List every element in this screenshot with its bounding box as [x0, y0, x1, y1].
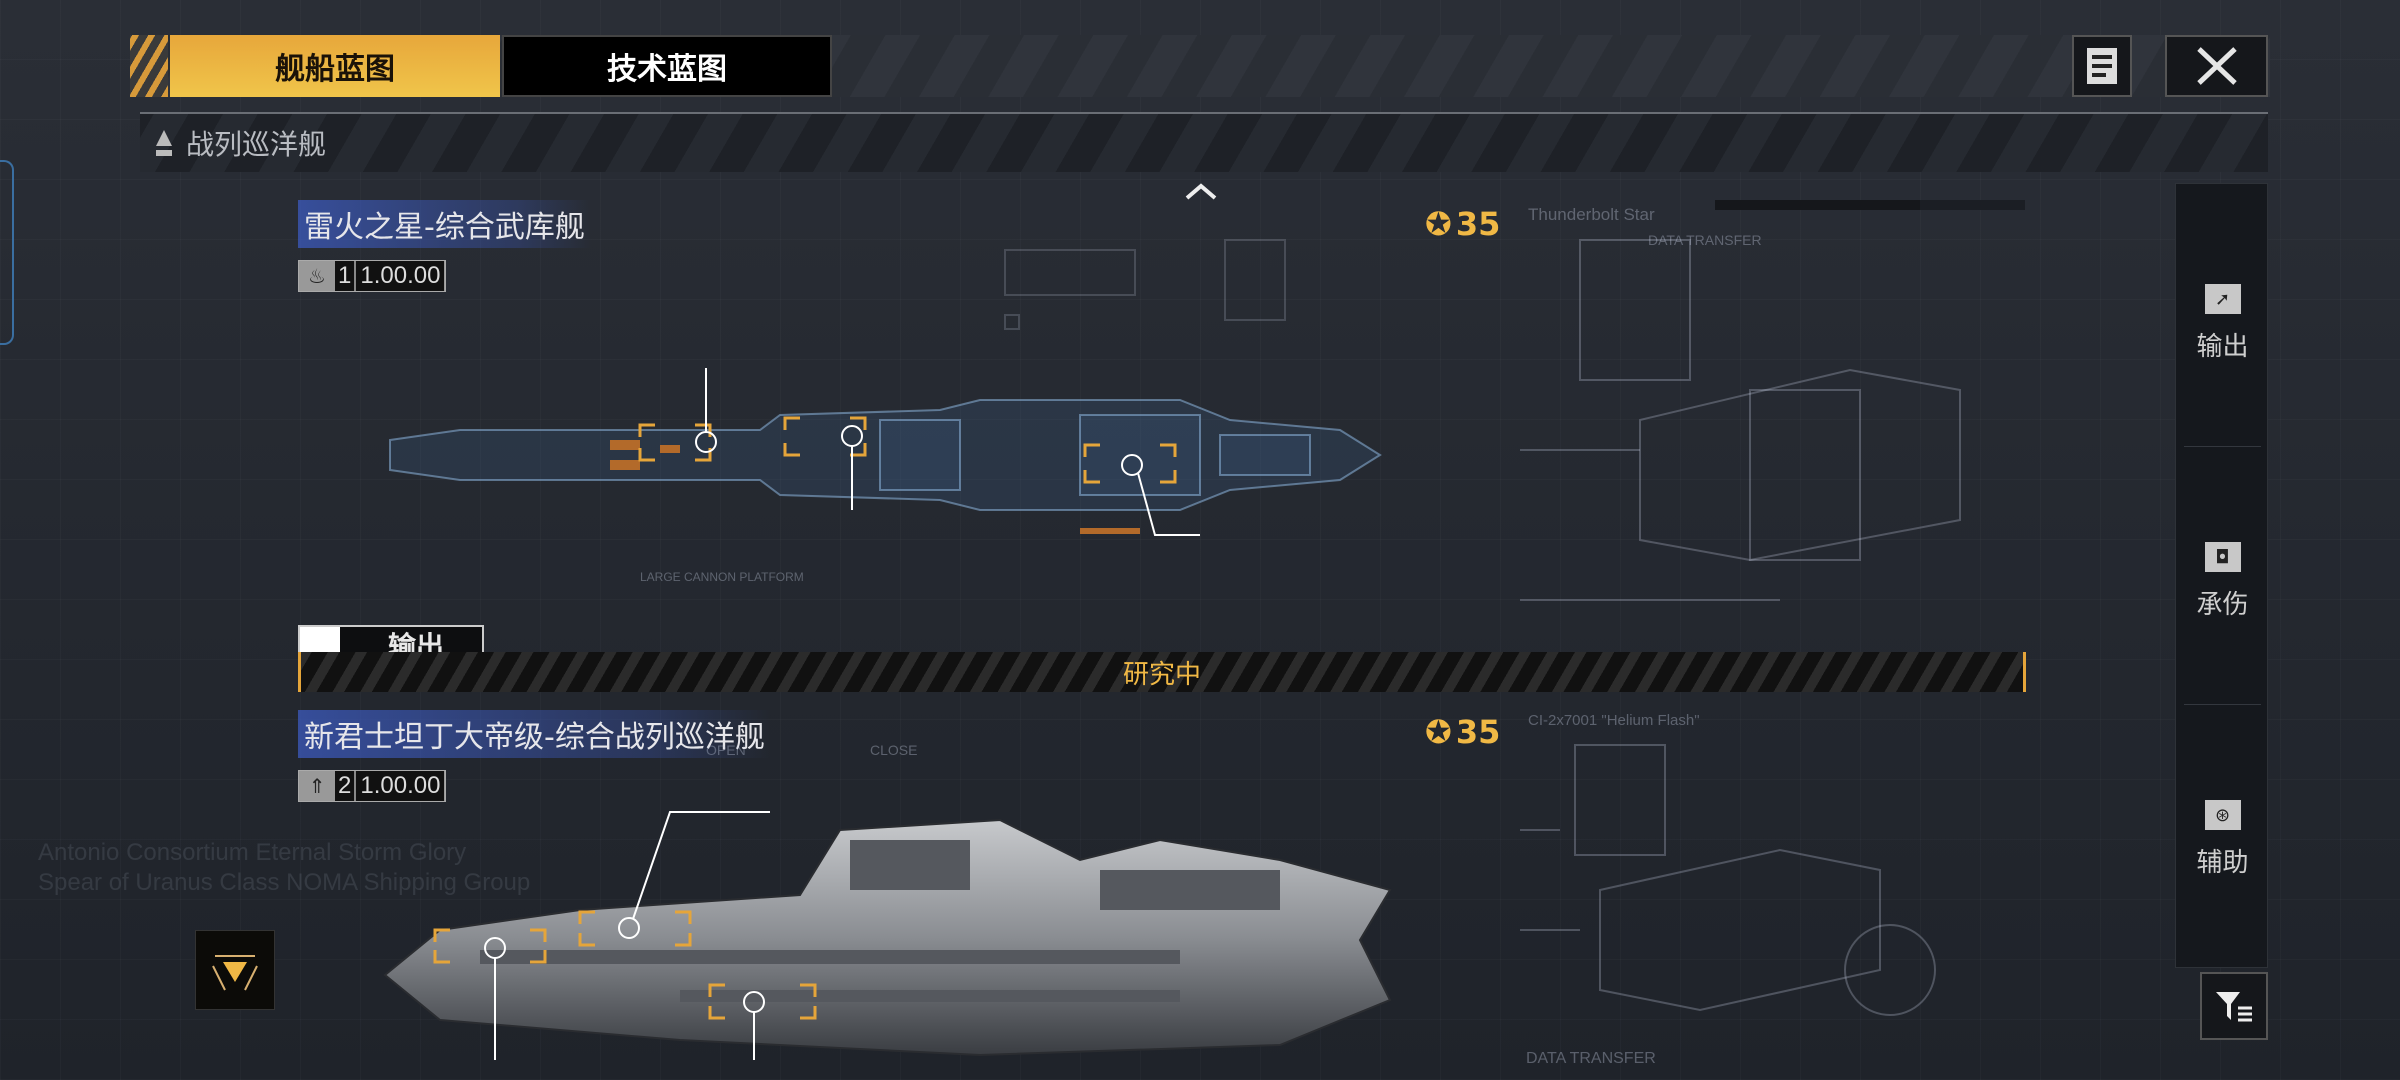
ship-level: ✪35: [1425, 205, 1500, 243]
ship-name: 雷火之星-综合武库舰: [298, 200, 591, 248]
divider: [2184, 446, 2261, 447]
ship-card[interactable]: 新君士坦丁大帝级-综合战列巡洋舰 ⇑ 2 1.00.00: [298, 710, 771, 802]
ship-role-label: 输出: [388, 630, 445, 653]
filter-label: 承伤: [2196, 590, 2249, 620]
tab-tech-blueprint[interactable]: 技术蓝图: [502, 35, 832, 97]
document-icon: [2087, 48, 2117, 84]
ship-badge: ⇑ 2 1.00.00: [298, 770, 446, 802]
ship-blueprint-1: [389, 368, 1382, 536]
bg-text-line: Antonio Consortium Eternal Storm Glory: [38, 839, 467, 866]
special-skill-button[interactable]: [195, 930, 275, 1010]
research-status-label: 研究中: [1122, 659, 1201, 690]
filter-icon: [2216, 992, 2252, 1022]
shield-icon: ◘: [2204, 542, 2241, 572]
filter-label: 辅助: [2196, 848, 2249, 878]
blueprint-bar: [1715, 200, 2025, 210]
level-icon: ✪: [1425, 713, 1452, 751]
blueprint-component: [1520, 239, 1961, 601]
footer-label: DATA TRANSFER: [1526, 1050, 1656, 1067]
ship-value: 1.00.00: [354, 261, 445, 291]
section-title: 战列巡洋舰: [186, 128, 327, 161]
section-header: 战列巡洋舰: [140, 112, 2268, 172]
ship-name: 新君士坦丁大帝级-综合战列巡洋舰: [298, 710, 771, 758]
filter-tank[interactable]: ◘ 承伤: [2176, 542, 2269, 621]
ship-card[interactable]: 雷火之星-综合武库舰 ♨ 1 1.00.00: [298, 200, 591, 292]
ship-level: ✪35: [1425, 713, 1500, 751]
hazard-stripe: [130, 35, 168, 97]
blueprint-label: CI-2x7001 "Helium Flash": [1528, 712, 1700, 729]
platform-label: LARGE CANNON PLATFORM: [640, 570, 804, 584]
ship-class-icon: [156, 130, 172, 156]
research-status-bar: 研究中: [298, 652, 2026, 692]
bg-text-line: Spear of Uranus Class NOMA Shipping Grou…: [38, 869, 531, 896]
triangle-emblem-icon: [212, 955, 258, 991]
level-value: 35: [1455, 205, 1501, 243]
ship-role-tag: 输出: [298, 625, 484, 653]
left-edge-tab[interactable]: [0, 160, 14, 345]
close-button[interactable]: [2165, 35, 2268, 97]
tab-ship-blueprint[interactable]: 舰船蓝图: [170, 35, 500, 97]
document-button[interactable]: [2072, 35, 2132, 97]
divider: [2184, 704, 2261, 705]
filter-damage[interactable]: ➚ 输出: [2176, 284, 2269, 363]
filter-label: 输出: [2196, 332, 2249, 362]
rocket-icon: ⇑: [308, 774, 326, 798]
open-label: OPEN: [706, 742, 746, 758]
scroll-up-icon[interactable]: [1184, 180, 1218, 202]
filter-support[interactable]: ⊛ 辅助: [2176, 800, 2269, 879]
ship-tier: 2: [335, 771, 355, 801]
blueprint-detail: [1004, 239, 1286, 330]
role-filter-panel: ➚ 输出 ◘ 承伤 ⊛ 辅助: [2175, 183, 2268, 968]
support-icon: ⊛: [2204, 800, 2241, 830]
damage-icon: [300, 627, 340, 653]
filter-button[interactable]: [2200, 972, 2268, 1040]
ship-model-2: [383, 811, 1392, 1060]
blueprint-component: [1520, 744, 1936, 1016]
ship-tier: 1: [335, 261, 355, 291]
damage-icon: ➚: [2204, 284, 2241, 314]
blueprint-subtitle: DATA TRANSFER: [1648, 232, 1762, 248]
blueprint-label: Thunderbolt Star: [1528, 205, 1655, 224]
level-icon: ✪: [1425, 205, 1452, 243]
flame-icon: ♨: [308, 264, 326, 288]
ship-value: 1.00.00: [354, 771, 445, 801]
background-caption: Antonio Consortium Eternal Storm Glory S…: [38, 838, 530, 898]
level-value: 35: [1455, 713, 1501, 751]
ship-badge: ♨ 1 1.00.00: [298, 260, 446, 292]
close-icon: [2196, 47, 2237, 85]
close-label: CLOSE: [870, 742, 918, 758]
